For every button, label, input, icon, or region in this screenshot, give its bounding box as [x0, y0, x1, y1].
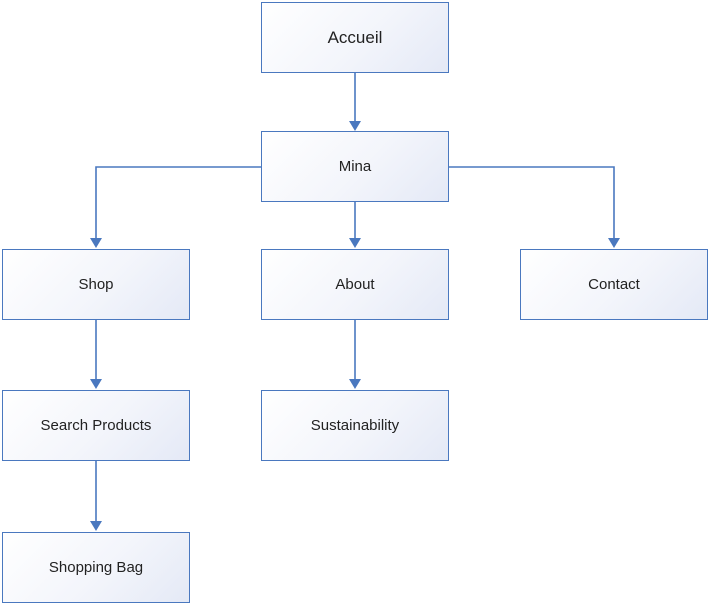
node-mina[interactable]: Mina: [261, 131, 449, 202]
arrowhead-mina: [349, 121, 361, 131]
node-sustainability[interactable]: Sustainability: [261, 390, 449, 461]
arrowhead-shop: [90, 238, 102, 248]
connector-mina-contact: [448, 166, 615, 239]
arrowhead-search-products: [90, 379, 102, 389]
node-accueil[interactable]: Accueil: [261, 2, 449, 73]
node-shopping-bag[interactable]: Shopping Bag: [2, 532, 190, 603]
connector-mina-shop: [95, 166, 262, 239]
node-search-products[interactable]: Search Products: [2, 390, 190, 461]
node-about[interactable]: About: [261, 249, 449, 320]
arrowhead-about: [349, 238, 361, 248]
node-shop[interactable]: Shop: [2, 249, 190, 320]
arrowhead-sustainability: [349, 379, 361, 389]
arrowhead-shopping-bag: [90, 521, 102, 531]
node-contact[interactable]: Contact: [520, 249, 708, 320]
arrowhead-contact: [608, 238, 620, 248]
